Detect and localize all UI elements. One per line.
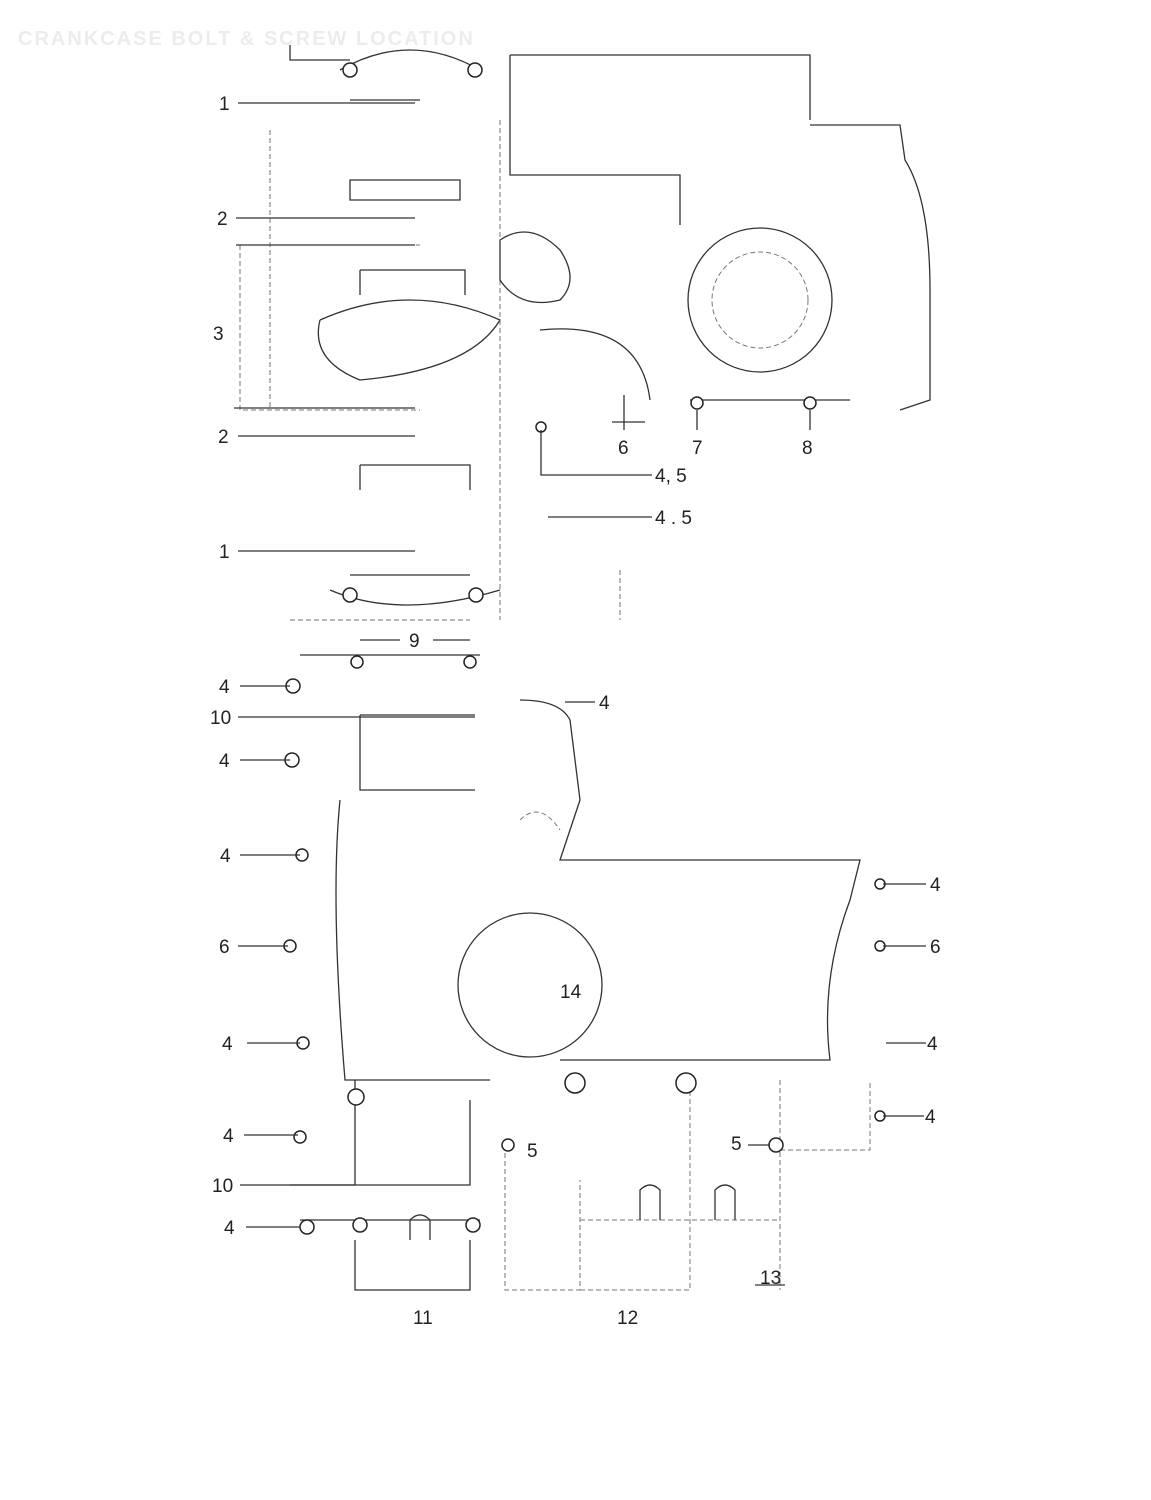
callout-4: 4	[223, 1126, 234, 1147]
callout-12: 12	[617, 1308, 638, 1329]
upper-assembly	[239, 45, 931, 621]
callout-labels: 1 2 3 2 1 9 4 10 4 4 6 4 4 10 4 11 12 13…	[210, 94, 941, 1329]
callout-6: 6	[930, 937, 941, 958]
callout-9: 9	[409, 631, 420, 652]
callout-2: 2	[217, 209, 228, 230]
callout-4-5: 4, 5	[655, 466, 687, 487]
callout-4: 4	[224, 1218, 235, 1239]
callout-10: 10	[212, 1176, 233, 1197]
callout-4: 4	[219, 751, 230, 772]
callout-4: 4	[219, 677, 230, 698]
callout-11: 11	[413, 1308, 433, 1329]
callout-8: 8	[802, 438, 813, 459]
callout-4: 4	[222, 1034, 233, 1055]
callout-3: 3	[213, 324, 224, 345]
callout-4: 4	[930, 875, 941, 896]
callout-4: 4	[220, 846, 231, 867]
callout-5: 5	[731, 1134, 742, 1155]
callout-7: 7	[692, 438, 703, 459]
callout-6: 6	[618, 438, 629, 459]
callout-1: 1	[219, 542, 230, 563]
callout-4: 4	[925, 1107, 936, 1128]
callout-1: 1	[219, 94, 230, 115]
callout-6: 6	[219, 937, 230, 958]
callout-2: 2	[218, 427, 229, 448]
bolts	[283, 62, 886, 1235]
callout-10: 10	[210, 708, 231, 729]
lower-crankcase	[290, 654, 871, 1291]
callout-5: 5	[527, 1141, 538, 1162]
leader-lines	[234, 102, 926, 1286]
callout-4-5: 4 . 5	[655, 508, 692, 529]
callout-13: 13	[760, 1268, 781, 1289]
callout-14: 14	[560, 982, 582, 1003]
diagram-title: CRANKCASE BOLT & SCREW LOCATION	[18, 28, 475, 50]
callout-4: 4	[599, 693, 610, 714]
callout-4: 4	[927, 1034, 938, 1055]
